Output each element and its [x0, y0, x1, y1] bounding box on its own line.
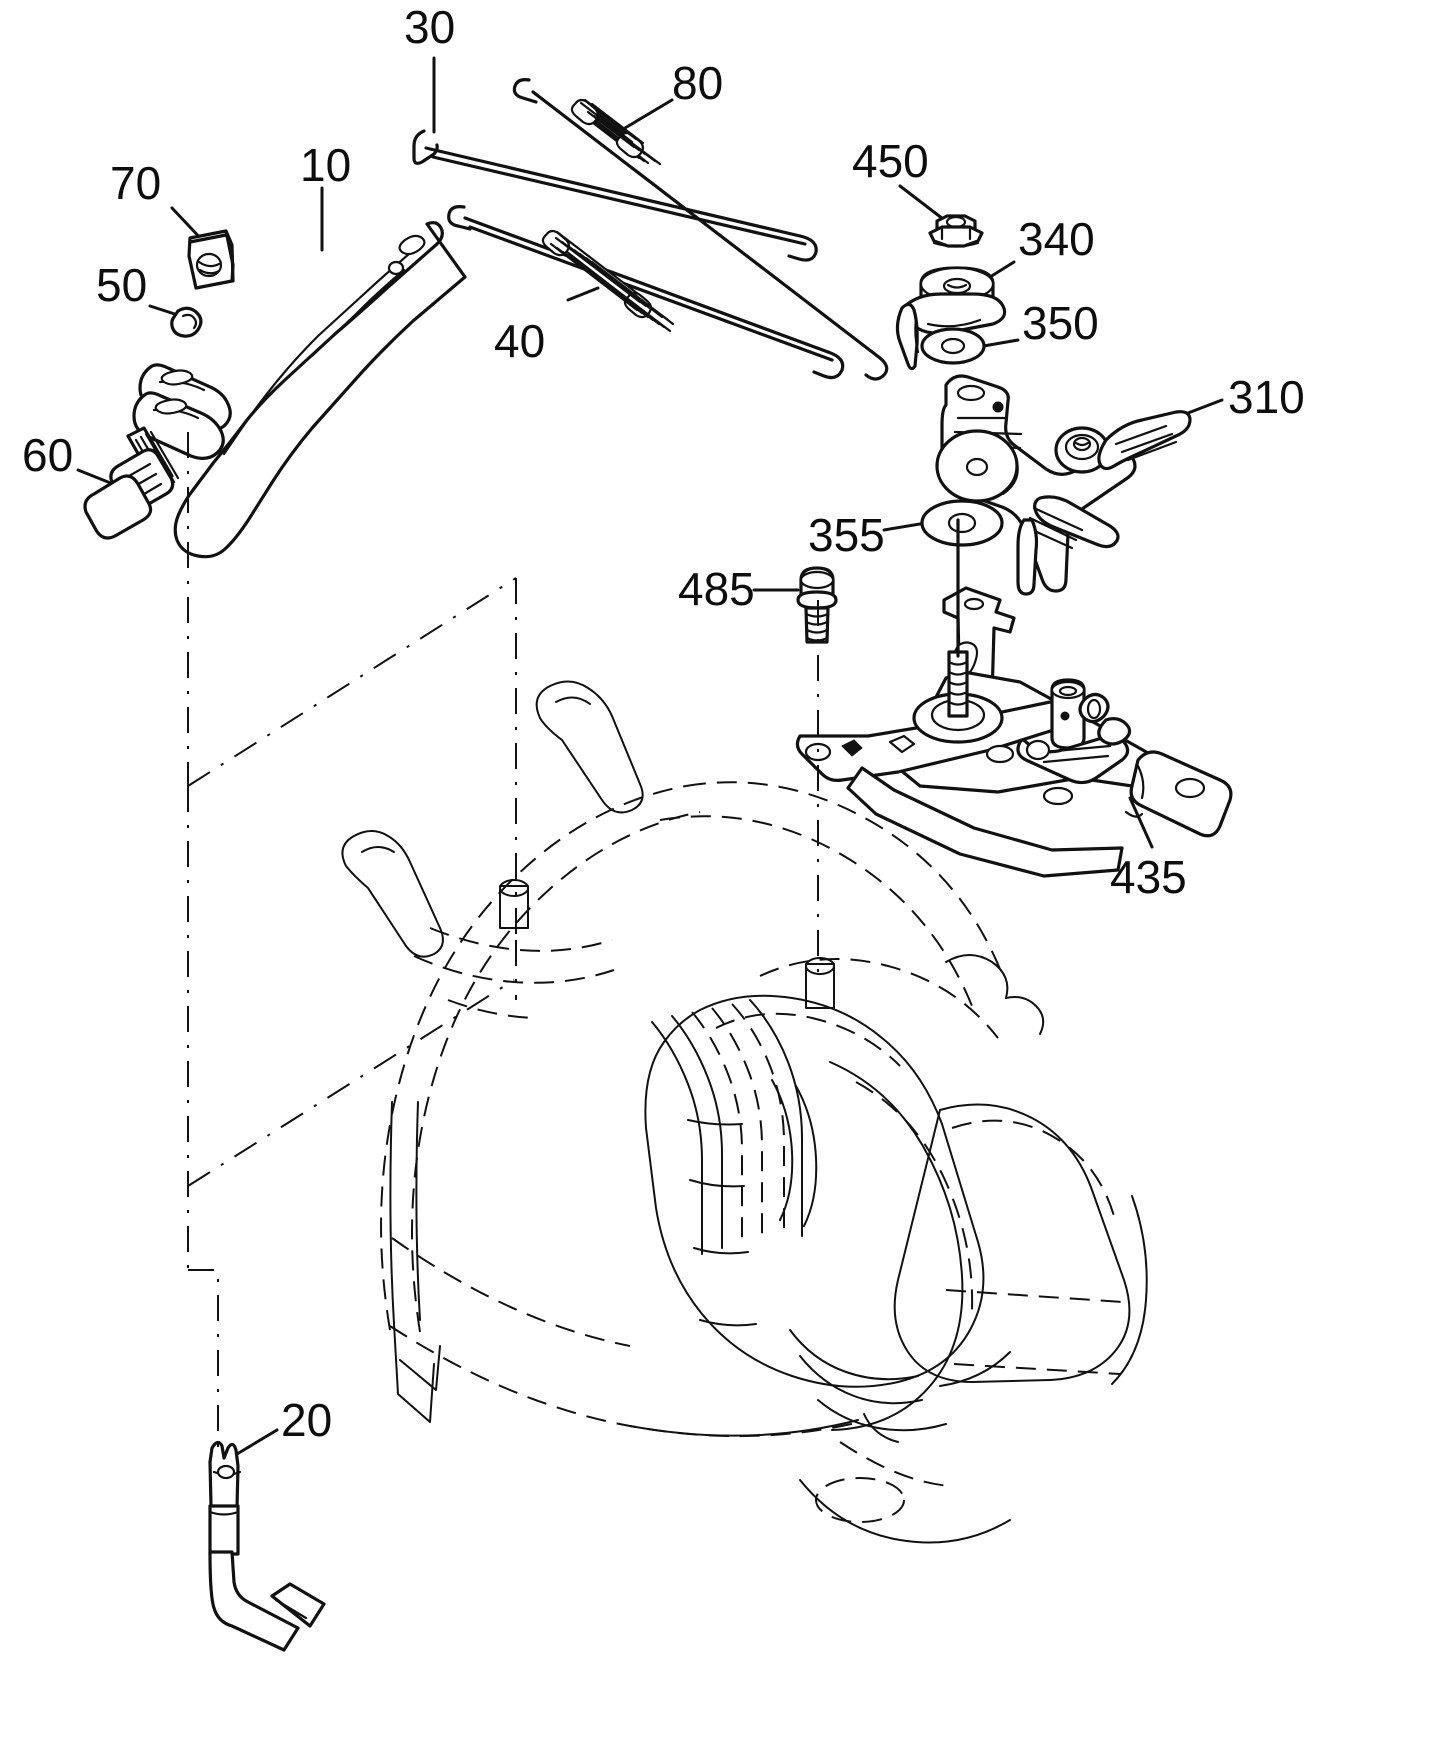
- part-10-pedal-lever: [132, 221, 467, 559]
- callout-355: 355: [808, 509, 885, 561]
- callout-10: 10: [300, 139, 352, 191]
- part-340-pivot-cap: [895, 266, 1007, 371]
- assembly-centerlines: [187, 432, 819, 1452]
- part-310-shift-lever-arm: [935, 374, 1192, 596]
- part-435-shift-bracket: [795, 518, 1233, 878]
- part-20-cable-end-rod: [208, 1440, 326, 1652]
- callout-60: 60: [22, 429, 74, 481]
- callout-350: 350: [1022, 297, 1099, 349]
- callout-20: 20: [281, 1394, 333, 1446]
- part-60-stopper-bolt: [83, 426, 180, 540]
- part-30-release-rod: [412, 129, 818, 262]
- callout-80: 80: [672, 57, 724, 109]
- callout-310: 310: [1228, 371, 1305, 423]
- part-50-e-ring: [170, 306, 203, 338]
- part-450-flange-nut: [928, 214, 984, 248]
- part-40-lower-spring-rod: [447, 205, 845, 380]
- part-70-clip-nut: [187, 229, 235, 290]
- callout-485: 485: [678, 563, 755, 615]
- callout-340: 340: [1018, 213, 1095, 265]
- part-485-flange-bolt: [796, 566, 838, 644]
- part-80-upper-spring: [512, 78, 889, 381]
- spring-coil-80: [570, 98, 662, 166]
- part-355-washer-large: [920, 499, 1004, 547]
- part-350-washer: [920, 327, 986, 365]
- transmission-housing-ghost: [341, 680, 1148, 1544]
- callout-30: 30: [404, 1, 456, 53]
- callout-40: 40: [494, 315, 546, 367]
- spring-coil-40: [541, 229, 675, 333]
- callout-70: 70: [110, 157, 162, 209]
- callout-450: 450: [852, 135, 929, 187]
- callout-50: 50: [96, 259, 148, 311]
- callout-435: 435: [1110, 851, 1187, 903]
